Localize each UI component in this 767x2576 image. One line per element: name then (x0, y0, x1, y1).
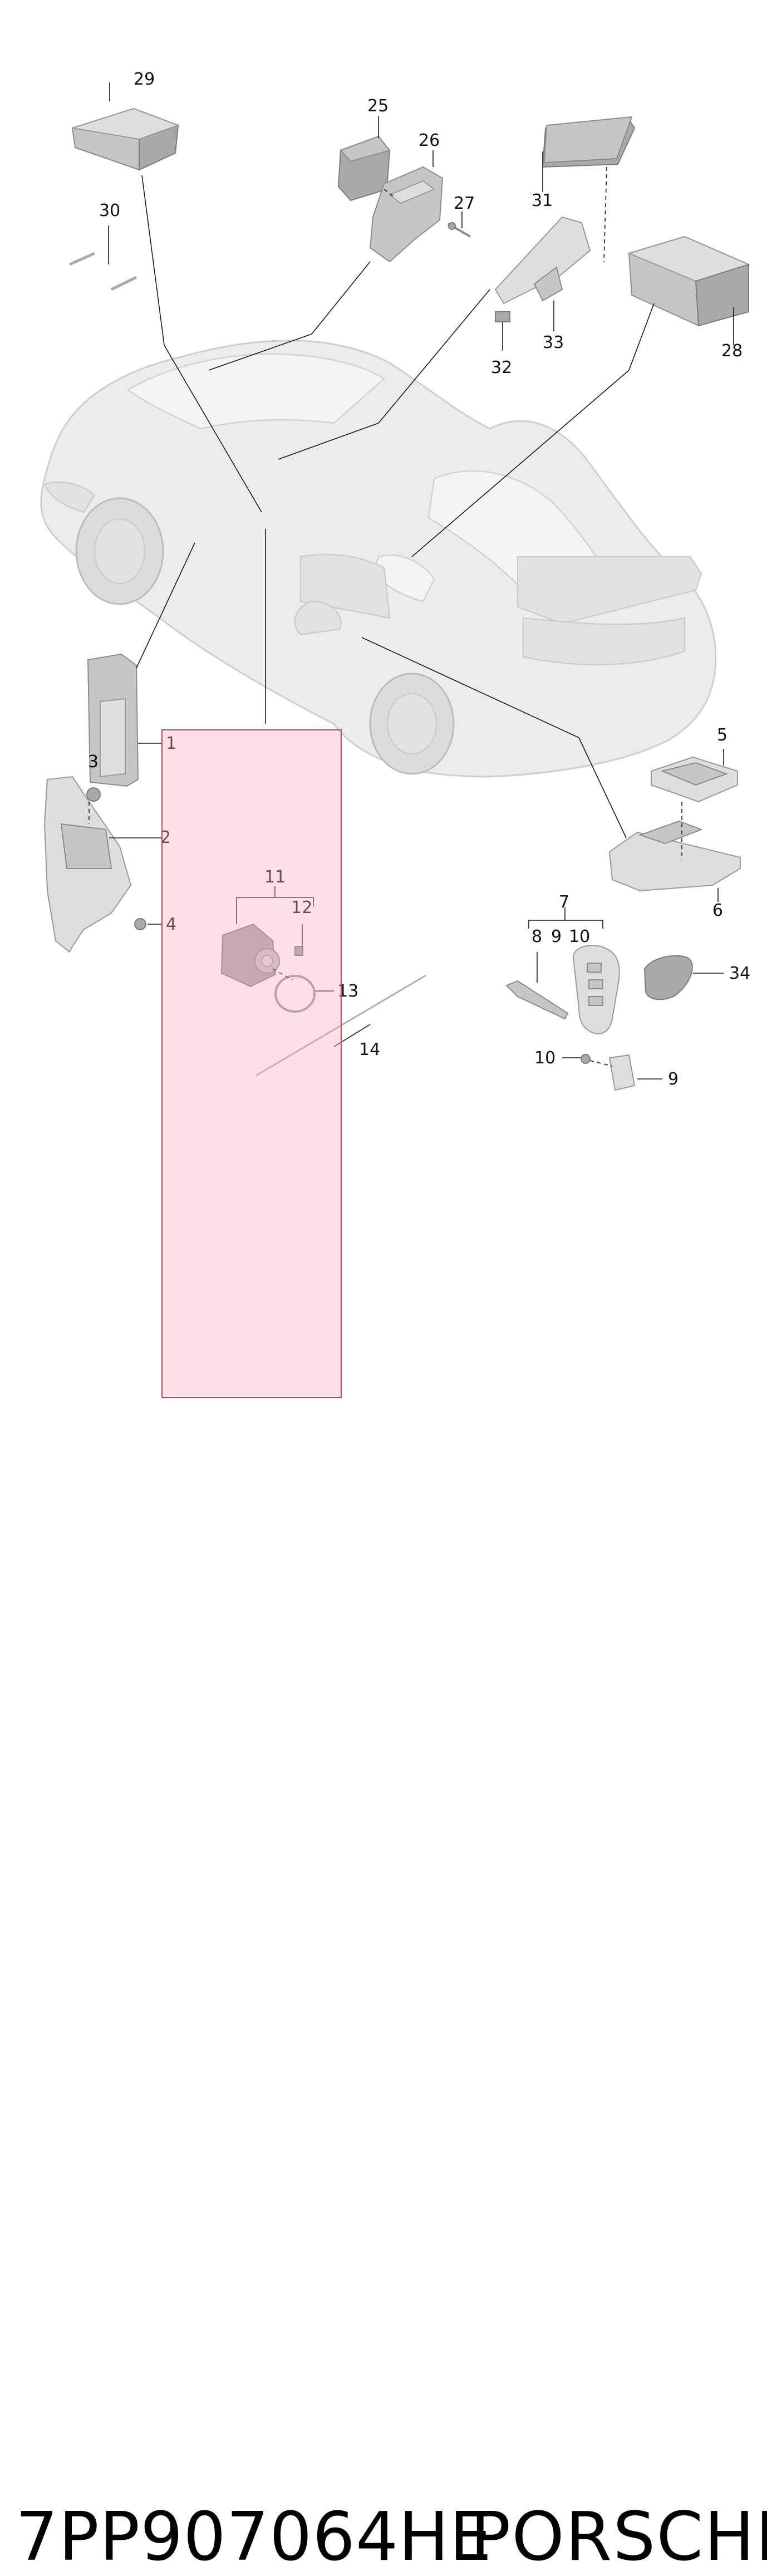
callout-8: 8 (532, 927, 542, 946)
part-1-control-unit-icon (87, 653, 139, 787)
callout-10-battery: 10 (534, 1048, 555, 1068)
callout-1: 1 (166, 734, 176, 753)
callout-29: 29 (134, 70, 155, 89)
part-25-control-unit-icon (337, 135, 391, 202)
part-27-screw-icon (448, 222, 471, 238)
part-31-cover-plate-icon (542, 116, 636, 168)
part-4-nut-icon (134, 918, 146, 930)
callout-9: 9 (551, 927, 562, 946)
part-12-clip-icon (294, 946, 303, 956)
part-8-key-blade-icon (505, 980, 569, 1020)
callout-5: 5 (717, 725, 727, 745)
part-28-control-unit-icon (627, 235, 750, 327)
callout-7: 7 (559, 892, 569, 912)
highlight-overlay-region (161, 729, 342, 1398)
callout-14: 14 (359, 1040, 380, 1059)
part-9-battery-cover-icon (608, 1054, 636, 1091)
part-34-fob-cover-icon (643, 955, 693, 1000)
callout-12: 12 (291, 898, 312, 917)
parts-diagram-stage: 29 30 25 26 27 31 33 32 28 1 3 2 4 5 6 1… (0, 70, 767, 2576)
part-29-control-unit-icon (71, 107, 180, 171)
part-3-nut-icon (86, 787, 101, 802)
callout-32: 32 (491, 358, 512, 377)
part-7-key-fob-icon (572, 945, 620, 1034)
caption-bar: 7PP907064HE PORSCHE (0, 1247, 767, 2576)
callout-30: 30 (99, 201, 120, 220)
part-13-seal-ring-icon (274, 975, 316, 1013)
part-30-clips-icon (68, 252, 137, 291)
part-32-nut-icon (495, 311, 510, 322)
part-number-text: 7PP907064HE (16, 2499, 493, 2576)
part-5-control-unit-icon (651, 756, 738, 803)
callout-3: 3 (88, 752, 99, 772)
part-26-bracket-icon (369, 166, 444, 263)
callout-27: 27 (454, 194, 475, 213)
part-33-bracket-icon (494, 216, 591, 305)
callout-25: 25 (367, 96, 389, 116)
part-11-ignition-lock-icon (220, 923, 280, 988)
part-6-bracket-icon (608, 820, 741, 892)
callout-34: 34 (729, 964, 750, 983)
callout-6: 6 (712, 901, 723, 920)
brand-text: PORSCHE (470, 2499, 767, 2576)
part-2-bracket-icon (43, 776, 132, 953)
callout-28: 28 (721, 341, 743, 361)
callout-26: 26 (419, 131, 440, 150)
part-10-battery-icon (581, 1054, 591, 1064)
callout-4: 4 (166, 915, 176, 934)
callout-10: 10 (569, 927, 590, 946)
exploded-parts-diagram: 29 30 25 26 27 31 33 32 28 1 3 2 4 5 6 1… (40, 70, 750, 1091)
callout-2: 2 (160, 828, 171, 847)
callout-11: 11 (264, 867, 286, 887)
callout-33: 33 (543, 333, 564, 352)
callout-9-cover: 9 (668, 1069, 678, 1089)
leader-lines (88, 82, 734, 1080)
callout-31: 31 (532, 191, 553, 210)
car-illustration (40, 340, 717, 778)
